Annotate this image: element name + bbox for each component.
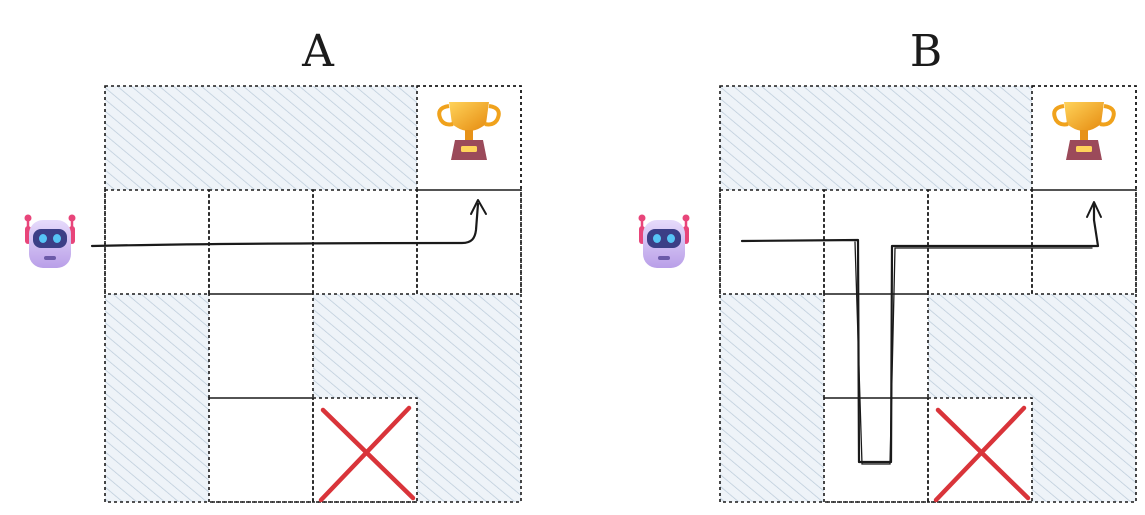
panel-a-grid-cell [104, 189, 210, 295]
panel-a-grid-cell [312, 397, 418, 503]
panel-b-trophy-handle-left [1052, 104, 1069, 127]
panel-a-grid-cell [208, 397, 314, 503]
panel-a-trophy-handle-left [437, 104, 454, 127]
panel-b-grid [719, 85, 1137, 503]
panel-a-robot-visor [33, 229, 67, 248]
panel-b-robot-visor [647, 229, 681, 248]
panel-a-trophy-stem [465, 130, 473, 140]
panel-a-robot-mouth [44, 256, 56, 260]
panel-a-cross-icon [318, 405, 416, 503]
panel-b-grid-cell [823, 397, 929, 503]
panel-b-path-trace-2 [854, 241, 1093, 465]
panel-a-grid-cell [208, 189, 314, 295]
panel-a-grid-cell [208, 293, 314, 399]
panel-a-trophy-cup [449, 102, 489, 131]
panel-a-blocked-cell [417, 294, 521, 398]
panel-a-trophy-handle-right [484, 104, 501, 127]
panel-b-robot-mouth [658, 256, 670, 260]
panel-b-trophy-cup [1064, 102, 1104, 131]
panel-b-blocked-cell [720, 294, 824, 398]
panel-b-robot-eye-left [653, 234, 661, 243]
panel-b: B [638, 26, 1137, 503]
panel-a-path [90, 202, 480, 248]
panel-a-blocked-cell [105, 398, 209, 502]
panel-b-trophy-stem [1080, 130, 1088, 140]
panel-b-trophy-handle-right [1099, 104, 1116, 127]
panel-b-grid-border [719, 85, 1137, 503]
panel-b-blocked-cell [720, 86, 824, 190]
panel-a-blocked-cell [417, 398, 521, 502]
panel-a-trophy-plaque [461, 146, 477, 152]
panel-b-robot-antenna-tip-right [682, 214, 690, 222]
panel-b-cross-stroke-2 [933, 405, 1027, 503]
panel-b-trophy-plaque [1076, 146, 1092, 152]
panel-b-blocked-cell [720, 398, 824, 502]
panel-b-grid-cell [719, 189, 825, 295]
panel-a-robot-eye-left [39, 234, 47, 243]
panel-b-blocked-cell [1032, 294, 1136, 398]
panel-b-trophy-icon [1052, 102, 1116, 160]
panel-a-blocked-cell [313, 86, 417, 190]
panel-b-grid-cell [927, 189, 1033, 295]
panel-b-blocked-cell [1032, 398, 1136, 502]
panel-a-grid [104, 85, 522, 503]
panel-b-robot-antenna-tip-left [638, 214, 646, 222]
panel-b-grid-cell [1031, 189, 1137, 295]
panel-a-blocked-cell [105, 86, 209, 190]
panel-a-path-arrowhead [470, 199, 487, 215]
panel-b-grid-cell [823, 189, 929, 295]
panel-a-trophy-icon [437, 102, 501, 160]
panel-a-blocked-cell [105, 294, 209, 398]
panel-a-cross-stroke-2 [318, 405, 412, 503]
panel-a-blocked-cell [313, 294, 417, 398]
panel-b-blocked-cell [824, 86, 928, 190]
panel-a-robot-antenna-tip-left [24, 214, 32, 222]
panel-b-title: B [910, 26, 942, 77]
panel-b-grid-cell [823, 293, 929, 399]
panel-b-blocked-cell [928, 294, 1032, 398]
panel-b-robot-eye-right [667, 234, 675, 243]
panel-b-blocked-cell [928, 86, 1032, 190]
panel-a-blocked-cell [209, 86, 313, 190]
panel-a-robot-eye-right [53, 234, 61, 243]
panel-b-path [740, 202, 1100, 464]
panel-a-robot-antenna-tip-right [68, 214, 76, 222]
panel-b-robot-icon [638, 214, 690, 268]
panel-b-path-arrowhead [1086, 201, 1102, 218]
panel-b-cross-icon [933, 405, 1031, 503]
panel-a-robot-icon [24, 214, 76, 268]
panel-a-grid-border [104, 85, 522, 503]
panel-a-title: A [301, 26, 335, 77]
panel-b-grid-cell [927, 397, 1033, 503]
panel-a: A [24, 26, 522, 503]
